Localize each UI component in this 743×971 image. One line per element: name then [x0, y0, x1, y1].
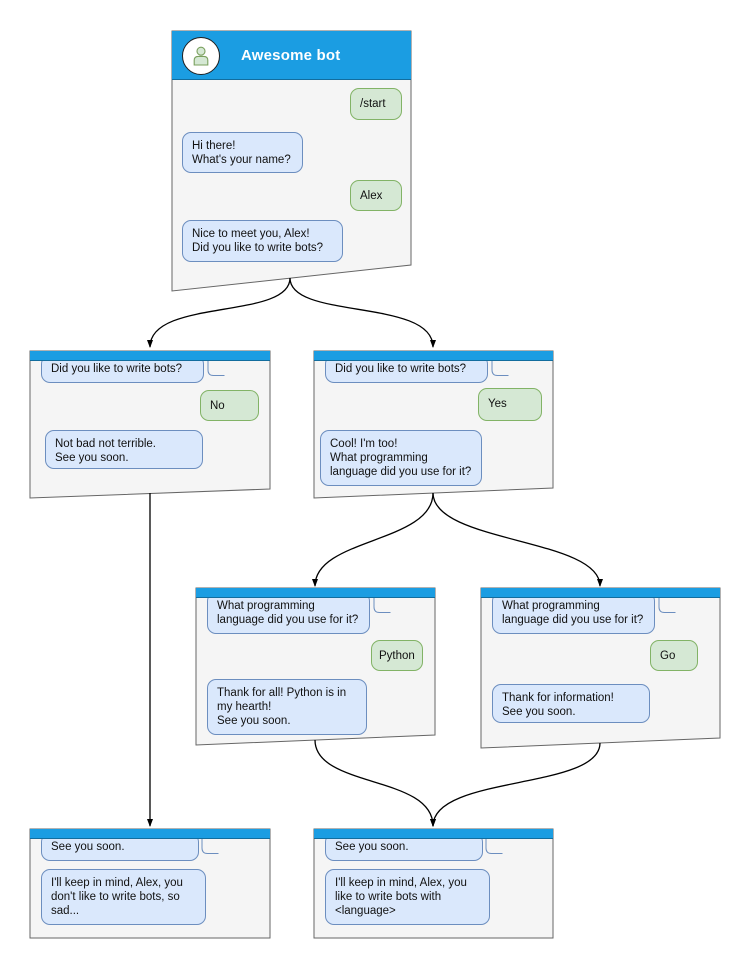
bot-message-bubble: Thank for all! Python is in my hearth! S… — [207, 679, 367, 735]
edge-go-to-end — [430, 742, 601, 827]
cutoff-bubble-corner — [485, 839, 503, 854]
message-text: Not bad not terrible. — [55, 438, 157, 450]
message-text: Thank for information! — [502, 692, 614, 704]
cutoff-bubble-corner — [491, 361, 509, 376]
window-titlebar — [314, 829, 553, 839]
window-titlebar — [314, 351, 553, 361]
message-text: Did you like to write bots? — [51, 363, 183, 375]
message-text: don't like to write bots, so — [51, 891, 180, 903]
message-text: sad... — [51, 905, 80, 917]
message-text: language did you use for it? — [330, 466, 472, 478]
user-message-bubble: Yes — [478, 388, 542, 421]
window-titlebar — [30, 829, 270, 839]
cutoff-bubble-corner — [373, 598, 391, 613]
message-text: What's your name? — [192, 154, 291, 166]
message-text: See you soon. — [335, 841, 409, 853]
message-text: <language> — [335, 905, 396, 917]
message-text: What programming — [217, 600, 315, 612]
message-text: What programming — [502, 600, 600, 612]
user-message-bubble: Alex — [350, 180, 402, 211]
message-text: No — [210, 400, 225, 412]
cutoff-bubble-corner — [207, 361, 225, 376]
window-titlebar — [30, 351, 270, 361]
edge-root-to-yes — [289, 277, 436, 348]
message-text: like to write bots with — [335, 891, 442, 903]
edge-yes-to-python — [312, 492, 434, 587]
user-message-bubble: No — [200, 390, 259, 421]
window-titlebar — [481, 588, 720, 598]
bot-message-bubble: Not bad not terrible. See you soon. — [45, 430, 203, 469]
bot-message-bubble: What programming language did you use fo… — [492, 592, 655, 634]
message-text: Hi there! — [192, 140, 236, 152]
root-window-titlebar: Awesome bot — [172, 31, 411, 80]
message-text: Alex — [360, 190, 383, 202]
message-text: language did you use for it? — [217, 614, 359, 626]
message-text: Cool! I'm too! — [330, 438, 398, 450]
bot-avatar — [182, 36, 220, 75]
edge-python-to-end — [314, 739, 436, 827]
bot-message-bubble: Thank for information! See you soon. — [492, 684, 650, 723]
message-text: See you soon. — [51, 841, 125, 853]
message-text: I'll keep in mind, Alex, you — [335, 877, 467, 889]
user-message-bubble: Python — [371, 640, 423, 671]
message-text: Did you like to write bots? — [335, 363, 467, 375]
message-text: I'll keep in mind, Alex, you — [51, 877, 183, 889]
bot-message-bubble: Hi there! What's your name? — [182, 132, 303, 173]
bot-message-bubble: I'll keep in mind, Alex, you like to wri… — [325, 869, 490, 925]
message-text: Did you like to write bots? — [192, 242, 324, 254]
bot-message-bubble: What programming language did you use fo… — [207, 592, 370, 634]
message-text: my hearth! — [217, 701, 272, 713]
message-text: language did you use for it? — [502, 614, 644, 626]
bot-message-bubble: Cool! I'm too! What programming language… — [320, 430, 482, 486]
message-text: Python — [379, 650, 415, 662]
message-text: /start — [360, 98, 386, 110]
edge-root-to-no — [147, 277, 291, 348]
user-message-bubble: Go — [650, 640, 698, 671]
message-text: See you soon. — [217, 715, 291, 727]
user-message-bubble: /start — [350, 88, 402, 120]
cutoff-bubble-corner — [658, 598, 676, 613]
bot-message-bubble: Nice to meet you, Alex! Did you like to … — [182, 220, 343, 262]
bot-message-bubble: I'll keep in mind, Alex, you don't like … — [41, 869, 206, 925]
message-text: Go — [660, 650, 676, 662]
person-icon — [193, 46, 209, 66]
message-text: See you soon. — [502, 706, 576, 718]
edge-yes-to-go — [432, 492, 603, 587]
message-text: Thank for all! Python is in — [217, 687, 347, 699]
message-text: Nice to meet you, Alex! — [192, 228, 310, 240]
cutoff-bubble-corner — [201, 839, 219, 854]
message-text: Yes — [488, 398, 507, 410]
bot-title: Awesome bot — [241, 47, 341, 64]
message-text: See you soon. — [55, 452, 129, 464]
message-text: What programming — [330, 452, 428, 464]
window-titlebar — [196, 588, 435, 598]
